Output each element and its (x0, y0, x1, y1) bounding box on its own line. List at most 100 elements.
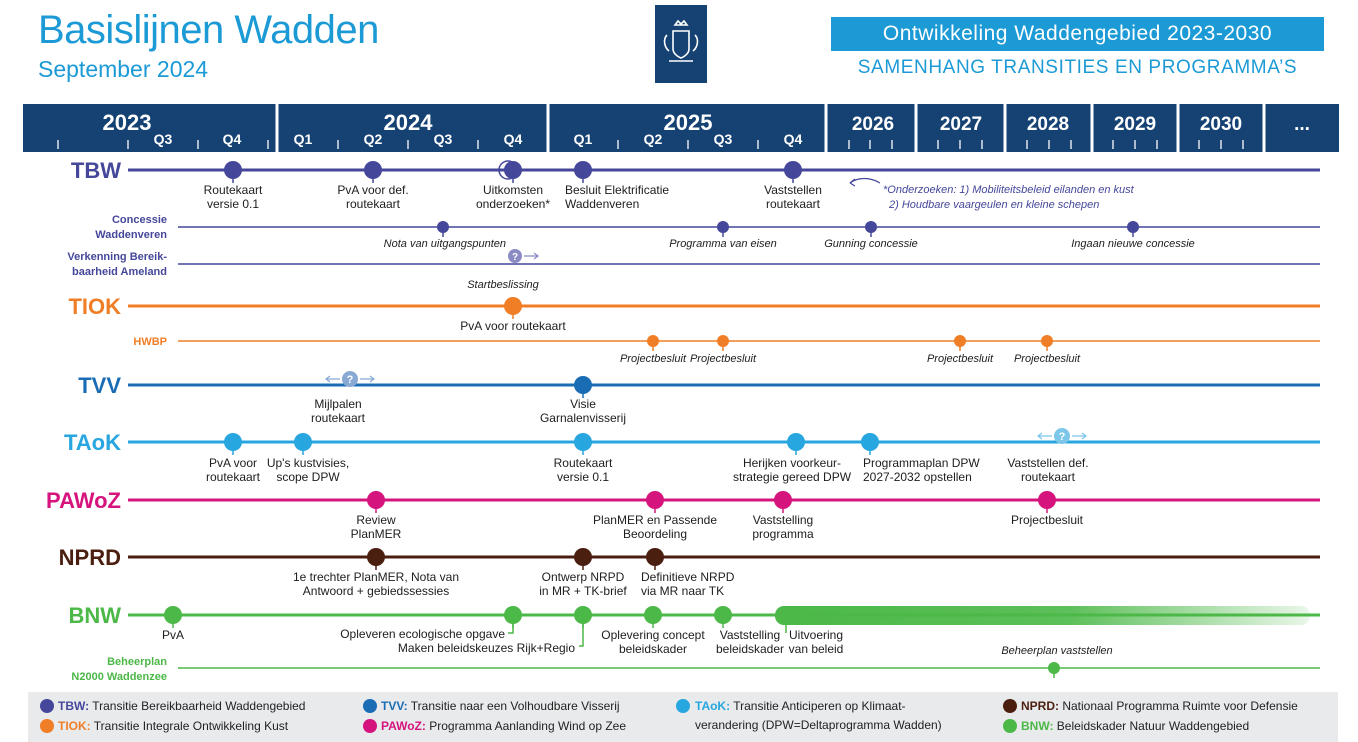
legend-dot-nprd (1003, 699, 1017, 713)
track-label-tiok: TIOK (68, 294, 121, 319)
legend-item-taok-line2: verandering (DPW=Deltaprogramma Wadden) (695, 718, 942, 732)
milestone-label-concessie: Programma van eisen (669, 238, 777, 250)
milestone-label-taok: 2027-2032 opstellen (863, 470, 972, 484)
milestone-label-concessie: Nota van uitgangspunten (384, 238, 506, 250)
quarter-label: Q1 (294, 131, 313, 147)
year-label: 2029 (1114, 114, 1156, 135)
milestone-label-taok: Routekaart (554, 456, 613, 470)
tracks (128, 168, 1320, 669)
milestone-label-nprd: via MR naar TK (641, 584, 724, 598)
header-subbanner: SAMENHANG TRANSITIES EN PROGRAMMA’S (857, 57, 1298, 78)
bnw-implementation-bar (775, 606, 1310, 625)
connector (508, 624, 514, 634)
milestone-label-pawoz: PlanMER (351, 527, 402, 541)
arrow-right-icon (1072, 432, 1087, 440)
track-label-conc: Concessie (112, 214, 167, 226)
milestone-label-bnw: Oplevering concept (601, 628, 705, 642)
quarter-label: Q4 (223, 131, 242, 147)
question-icon (1054, 428, 1070, 444)
milestone-label-nprd: 1e trechter PlanMER, Nota van (293, 570, 459, 584)
track-label-beh: N2000 Waddenzee (71, 671, 167, 683)
note-line-2: 2) Houdbare vaargeulen en kleine schepen (888, 199, 1099, 211)
year-label: 2024 (384, 110, 434, 135)
quarter-label: Q4 (504, 131, 523, 147)
quarter-label: Q3 (714, 131, 733, 147)
legend-item-bnw: BNW: Beleidskader Natuur Waddengebied (1021, 719, 1250, 733)
legend-dot-tvv (363, 699, 377, 713)
milestone-label-bnw: van beleid (789, 642, 844, 656)
milestone-label-taok: strategie gereed DPW (733, 470, 852, 484)
question-icon (342, 371, 358, 387)
year-label: 2026 (852, 114, 894, 135)
track-label-hwbp: HWBP (133, 336, 167, 348)
milestone-label-tbw: routekaart (766, 197, 821, 211)
milestone-label-pawoz: Beoordeling (623, 527, 687, 541)
milestone-label-nprd: Ontwerp NRPD (542, 570, 625, 584)
page-title: Basislijnen Wadden (38, 8, 379, 52)
milestone-label-concessie: Ingaan nieuwe concessie (1071, 238, 1195, 250)
legend-dot-pawoz (363, 719, 377, 733)
header-banner: Ontwikkeling Waddengebied 2023-2030 (831, 17, 1324, 51)
track-label-tvv: TVV (78, 373, 121, 398)
quarter-label: Q3 (154, 131, 173, 147)
milestone-label-taok: PvA voor (209, 456, 257, 470)
quarter-label: Q1 (574, 131, 593, 147)
milestone-label-bnw: beleidskader (619, 642, 687, 656)
milestone-label-taok: Vaststellen def. (1007, 456, 1088, 470)
milestones: ??? (164, 160, 1139, 678)
milestone-label-tbw: Uitkomsten (483, 183, 543, 197)
milestone-label-taok: Up's kustvisies, (267, 456, 349, 470)
track-label-nprd: NPRD (59, 545, 121, 570)
question-icon-mark: ? (347, 374, 354, 386)
track-label-tbw: TBW (71, 158, 121, 183)
milestone-label-bnw: PvA (162, 628, 184, 642)
milestone-label-hwbp: Projectbesluit (690, 353, 757, 365)
milestone-label-pawoz: Review (356, 513, 396, 527)
note-arrowhead (849, 178, 856, 187)
legend-dot-taok (676, 699, 690, 713)
legend-item-pawoz: PAWoZ: Programma Aanlanding Wind op Zee (381, 719, 627, 733)
legend-item-tbw: TBW: Transitie Bereikbaarheid Waddengebi… (58, 699, 306, 713)
milestone-label-tbw: routekaart (346, 197, 401, 211)
milestone-label-tbw: versie 0.1 (207, 197, 259, 211)
quarter-label: Q4 (784, 131, 803, 147)
year-label: 2025 (664, 110, 713, 135)
track-label-taok: TAoK (64, 430, 121, 455)
milestone-label-bnw: beleidskader (716, 642, 784, 656)
track-label-verk: baarheid Ameland (72, 266, 167, 278)
arrow-left-icon (325, 375, 340, 383)
milestone-label-tvv: Garnalenvisserij (540, 411, 626, 425)
note-line-1: *Onderzoeken: 1) Mobiliteitsbeleid eilan… (883, 184, 1135, 196)
milestone-label-nprd: Definitieve NRPD (641, 570, 735, 584)
milestone-label-bnw: Maken beleidskeuzes Rijk+Regio (398, 641, 575, 655)
page-subtitle: September 2024 (38, 56, 209, 82)
legend-item-tvv: TVV: Transitie naar een Volhoudbare Viss… (381, 699, 620, 713)
legend-item-taok: TAoK: Transitie Anticiperen op Klimaat- (695, 699, 906, 713)
milestone-label-tbw: Besluit Elektrificatie (565, 183, 669, 197)
arrow-right-icon (360, 375, 375, 383)
milestone-label-verkenning: Startbeslissing (467, 279, 539, 291)
quarter-label: Q2 (364, 131, 383, 147)
year-label: ... (1294, 114, 1310, 135)
legend: TBW: Transitie Bereikbaarheid Waddengebi… (28, 692, 1338, 742)
milestone-label-tvv: Mijlpalen (314, 397, 361, 411)
legend-item-tiok: TIOK: Transitie Integrale Ontwikkeling K… (58, 719, 289, 733)
year-label: 2027 (940, 114, 982, 135)
milestone-label-tbw: Routekaart (204, 183, 263, 197)
legend-dot-tbw (40, 699, 54, 713)
milestone-label-tvv: routekaart (311, 411, 366, 425)
milestone-label-taok: Herijken voorkeur- (743, 456, 841, 470)
question-icon (508, 249, 522, 263)
crest-icon (663, 19, 699, 62)
year-label: 2030 (1200, 114, 1242, 135)
legend-item-nprd: NPRD: Nationaal Programma Ruimte voor De… (1021, 699, 1298, 713)
milestone-label-bnw: Uitvoering (789, 628, 843, 642)
milestone-label-taok: routekaart (1021, 470, 1076, 484)
milestone-label-tbw: Vaststellen (764, 183, 822, 197)
milestone-label-bnw: Vaststelling (720, 628, 780, 642)
legend-dot-bnw (1003, 719, 1017, 733)
milestone-label-taok: routekaart (206, 470, 261, 484)
milestone-label-beheerplan: Beheerplan vaststellen (1001, 645, 1112, 657)
